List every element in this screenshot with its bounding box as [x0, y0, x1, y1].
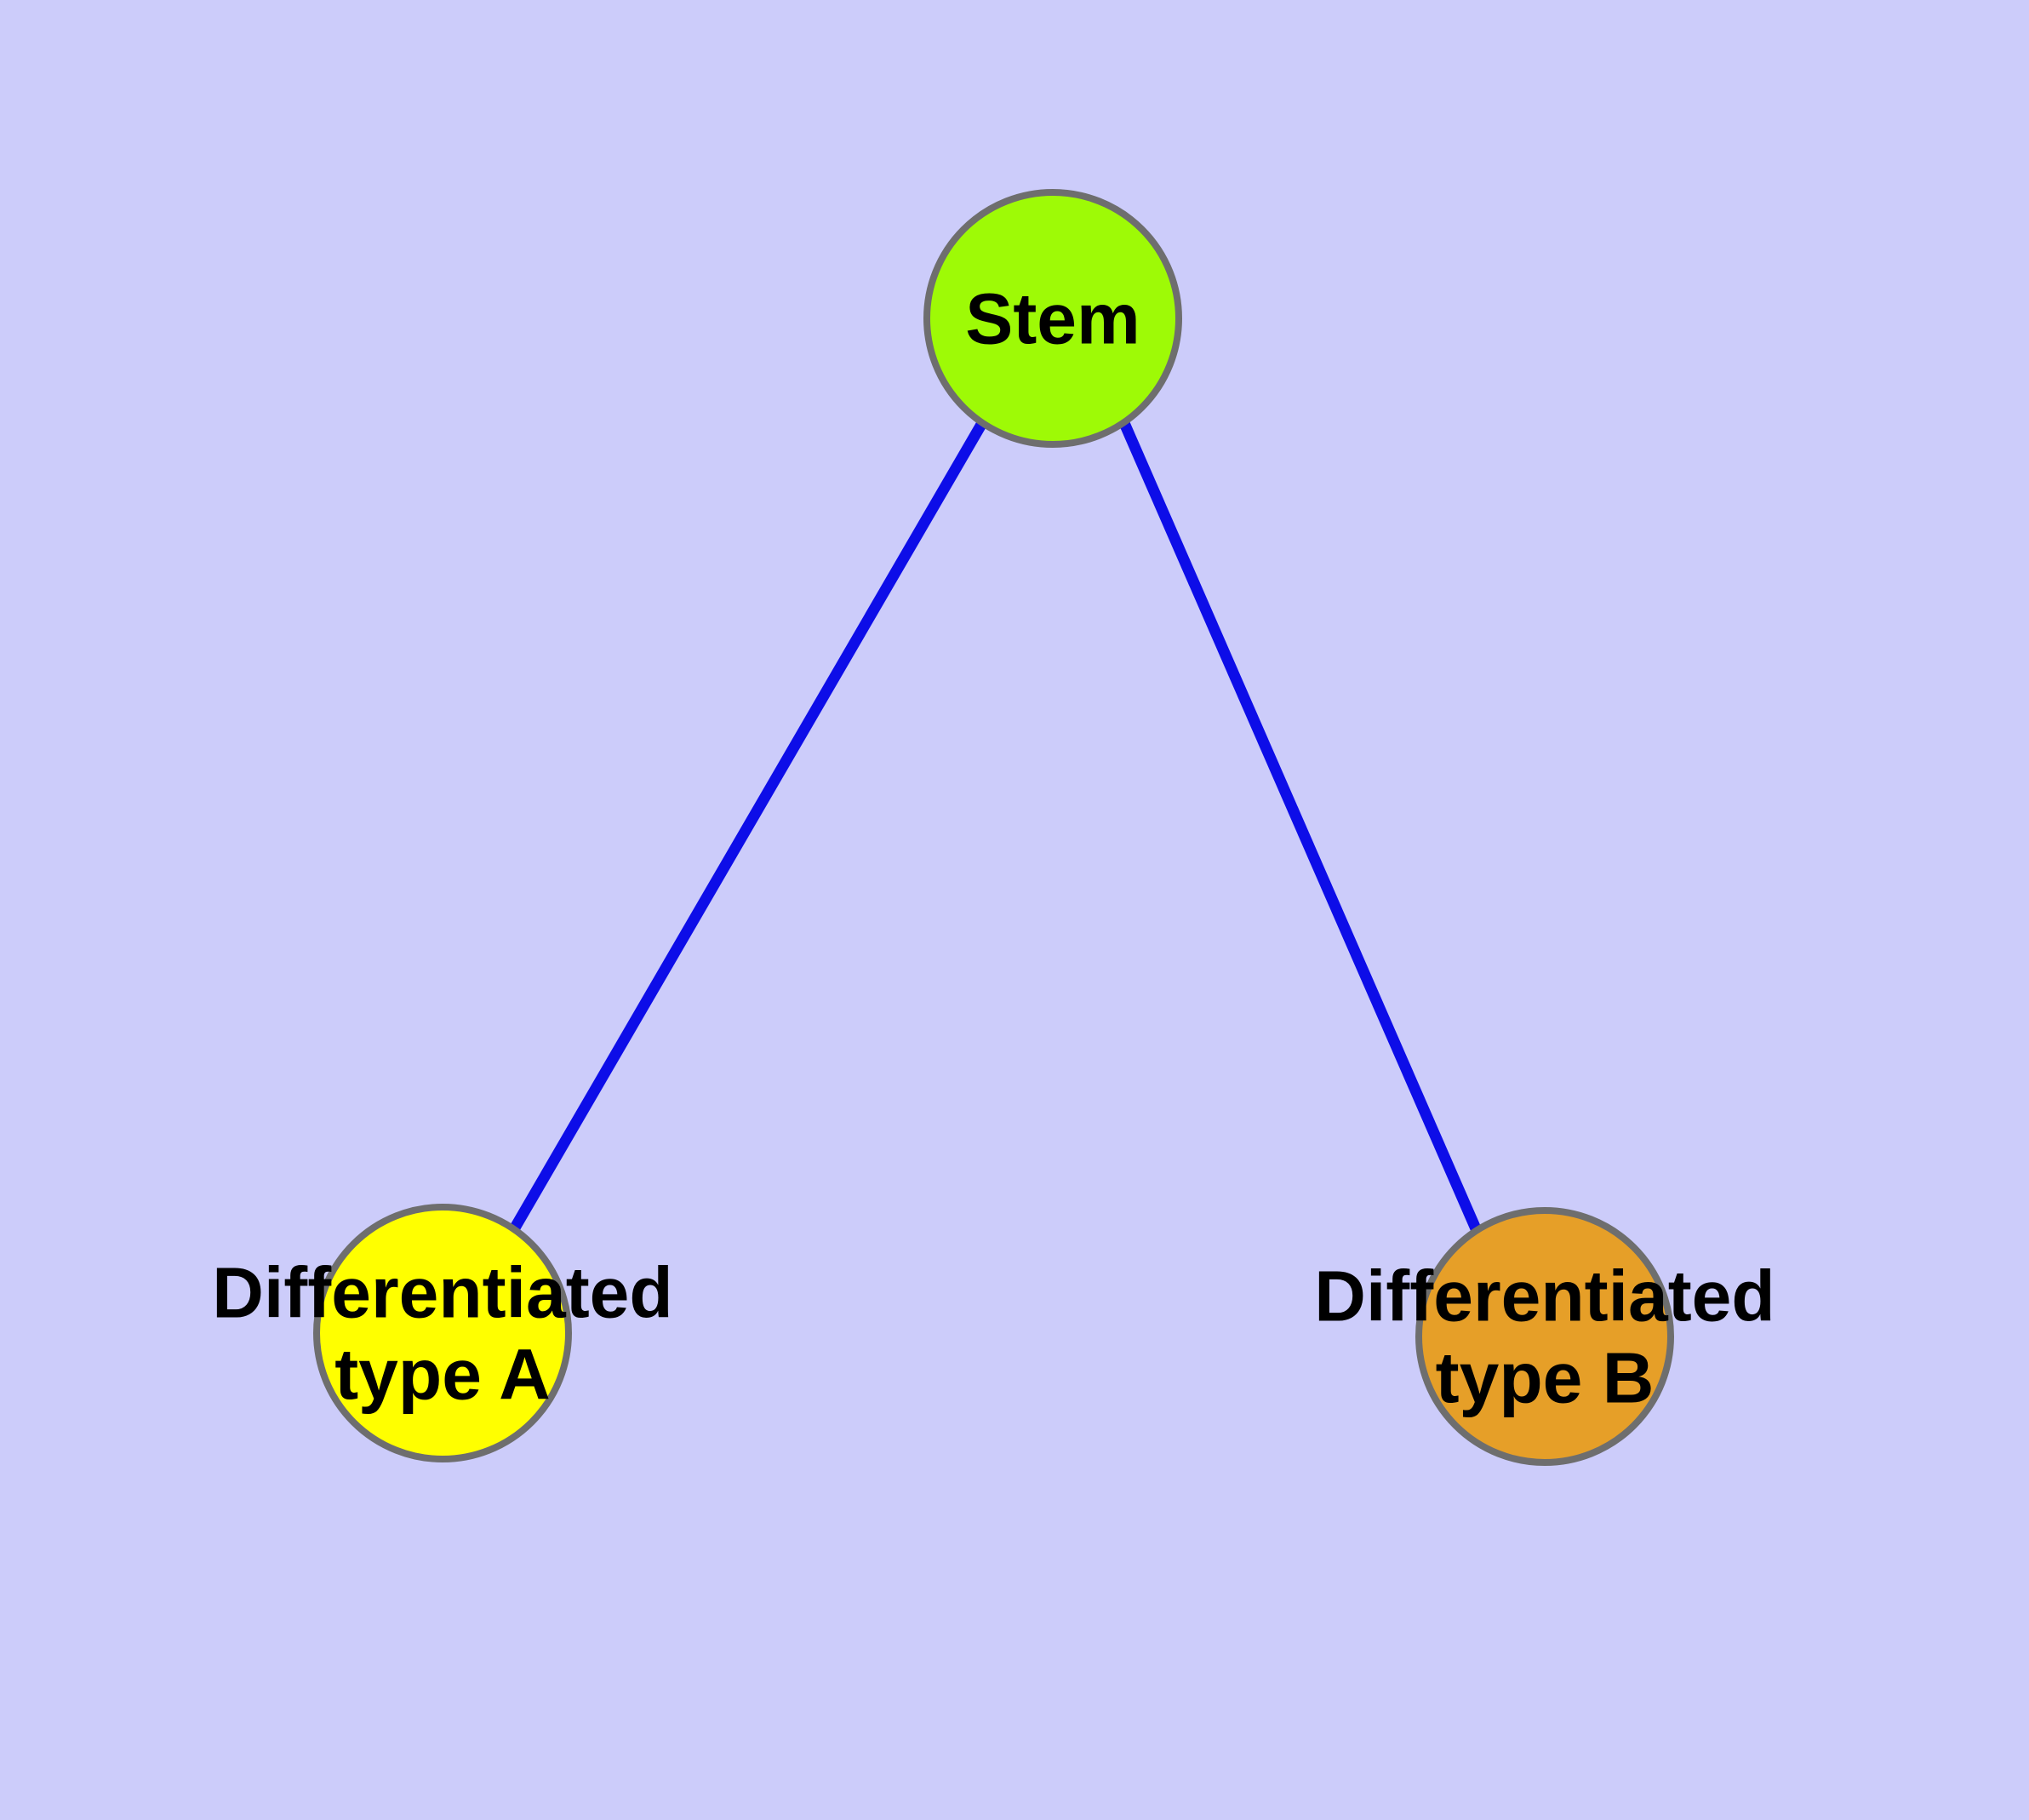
graph-edge-stem-to-b[interactable] [1119, 421, 1483, 1235]
node-label-diff_a-line-2: type A [334, 1334, 551, 1414]
node-circle-diff_b[interactable] [1415, 1207, 1674, 1466]
edge-layer [509, 420, 1483, 1235]
node-label-diff_a-line-1: Differentiated [212, 1252, 672, 1332]
graph-edge-stem-to-a[interactable] [509, 420, 987, 1233]
node-label-diff_b-line-1: Differentiated [1314, 1256, 1775, 1336]
node-circle-stem[interactable] [923, 189, 1182, 448]
node-circle-diff_a[interactable] [313, 1204, 572, 1462]
node-label-diff_b-line-2: type B [1436, 1337, 1655, 1417]
node-label-stem-line-1: Stem [965, 278, 1140, 358]
graph-node-stem[interactable]: Stem [923, 189, 1182, 448]
